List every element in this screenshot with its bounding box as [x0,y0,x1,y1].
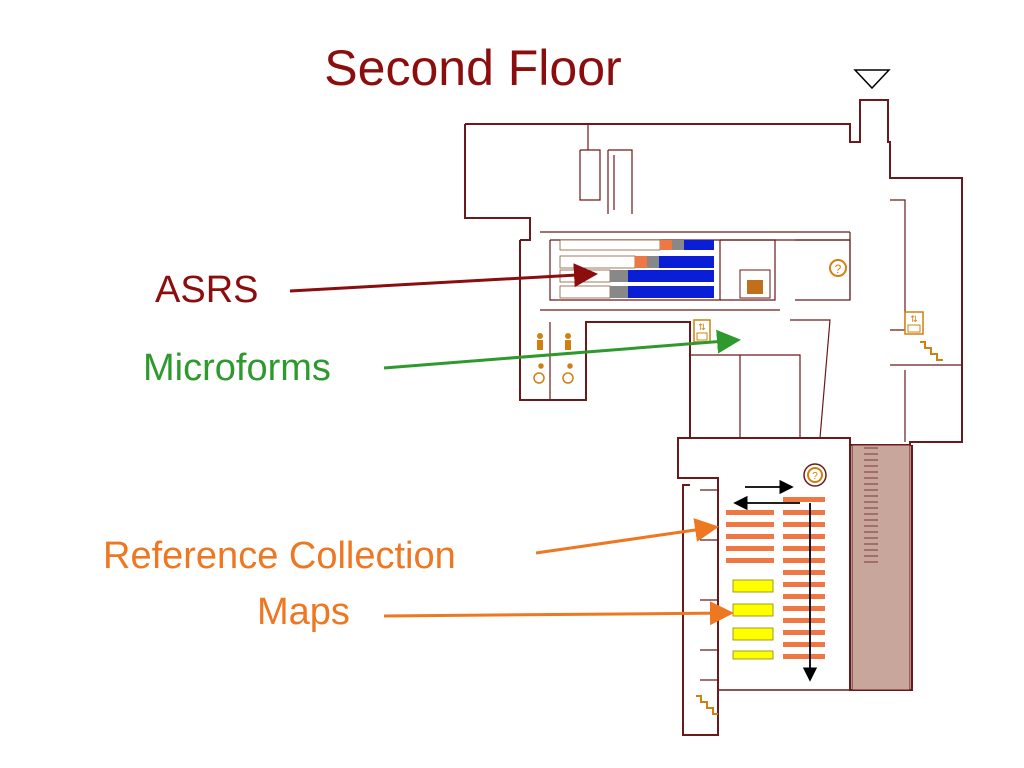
asrs-arrow [289,263,598,293]
svg-text:?: ? [835,262,842,276]
elevator-icon: ⇅ [693,319,711,343]
elevator-icon: ⇅ [904,311,924,335]
microforms-label: Microforms [143,347,331,389]
svg-text:⇅: ⇅ [698,323,706,333]
map-cases [732,579,774,660]
microforms-arrow [383,329,741,370]
reference-collection-label: Reference Collection [103,535,456,577]
maps-arrow [383,601,734,626]
circulation-arrows [733,479,818,682]
stairwell [851,444,911,691]
maps-label: Maps [257,591,350,633]
asrs-shelving [559,239,714,299]
information-desk-icon: ? [803,463,827,487]
reference-arrow [535,518,719,555]
page-title: Second Floor [324,40,622,96]
wheelchair-icon [533,363,574,384]
stairs-icon [696,341,943,715]
stair-treads [864,447,878,563]
restroom-icon [537,333,571,350]
information-desk-icon: ? [829,259,847,277]
north-triangle-icon [853,69,891,90]
microform-reader-icon [739,269,771,299]
asrs-label: ASRS [155,269,259,311]
reference-shelving [726,497,825,659]
svg-text:⇅: ⇅ [910,315,918,325]
svg-text:?: ? [812,471,818,482]
